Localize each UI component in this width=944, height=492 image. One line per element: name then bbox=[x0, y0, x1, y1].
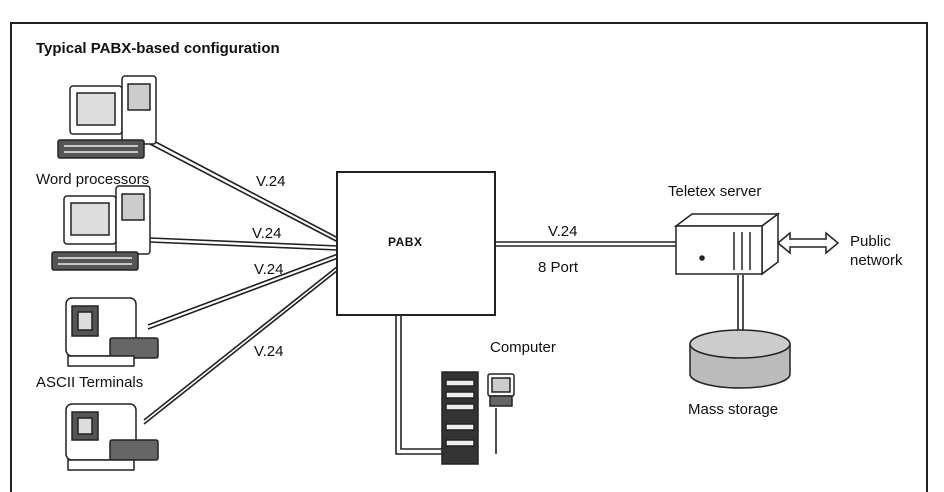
link-ascii-terminal-2 bbox=[144, 266, 338, 420]
link-label-4: V.24 bbox=[254, 344, 283, 359]
link-label-1: V.24 bbox=[256, 174, 285, 189]
ascii-terminals-label: ASCII Terminals bbox=[36, 375, 143, 390]
computer-label: Computer bbox=[490, 340, 556, 355]
public-network-arrow-icon bbox=[778, 233, 838, 253]
ascii-terminal-1-icon bbox=[66, 298, 158, 366]
word-processor-1-icon bbox=[58, 76, 156, 158]
mass-storage-label: Mass storage bbox=[688, 402, 778, 417]
server-link-label: V.24 bbox=[548, 224, 577, 239]
ascii-terminal-2-icon bbox=[66, 404, 158, 470]
link-label-2: V.24 bbox=[252, 226, 281, 241]
teletex-server-icon bbox=[676, 214, 778, 274]
word-processor-2-icon bbox=[52, 186, 150, 270]
ports-label: 8 Port bbox=[538, 260, 578, 275]
link-label-3: V.24 bbox=[254, 262, 283, 277]
link-word-processor-1 bbox=[150, 139, 338, 238]
computer-icon bbox=[442, 372, 514, 464]
mass-storage-icon bbox=[690, 330, 790, 388]
pabx-label: PABX bbox=[388, 235, 422, 249]
word-processors-label: Word processors bbox=[36, 172, 149, 187]
teletex-server-label: Teletex server bbox=[668, 184, 761, 199]
public-label: Public bbox=[850, 234, 891, 249]
network-label: network bbox=[850, 253, 903, 268]
link-computer bbox=[396, 316, 448, 454]
link-word-processor-2 bbox=[150, 238, 338, 246]
